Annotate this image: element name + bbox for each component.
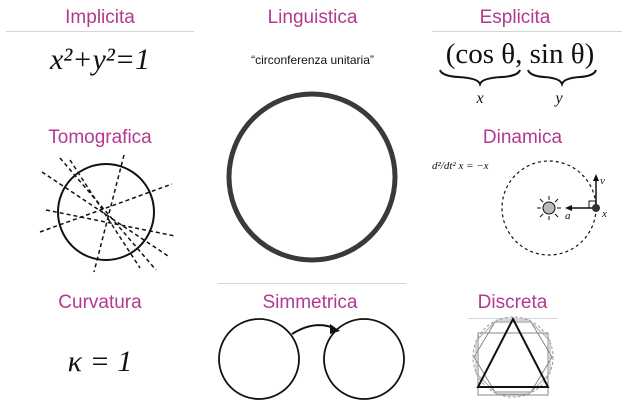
discrete-title: Discreta (477, 292, 548, 313)
explicit-label-x: x (476, 90, 484, 107)
sun-icon (537, 196, 561, 220)
brace-sin (527, 69, 597, 88)
label-a: a (565, 210, 571, 222)
divider-right (432, 31, 622, 32)
center-body (542, 201, 556, 215)
curvature-title: Curvatura (58, 292, 142, 313)
right-angle-mark (588, 200, 597, 209)
polygon-octagon (475, 319, 551, 395)
reference-circle (472, 316, 554, 398)
velocity-arrowhead (593, 174, 599, 181)
implicit-title: Implicita (65, 7, 135, 28)
unit-circle (226, 91, 398, 263)
linguistic-title: Linguistica (267, 7, 358, 28)
polygon-triangle (476, 316, 550, 388)
tomographic-circle (57, 163, 155, 261)
implicit-formula: x²+y²=1 (49, 43, 151, 76)
brace-cos (439, 69, 521, 88)
circle-left (218, 318, 300, 400)
circle-right (323, 318, 405, 400)
acceleration-arrowhead (565, 205, 572, 211)
rotation-arrow (291, 324, 335, 335)
curvature-formula: κ = 1 (67, 345, 133, 378)
polygon-square (477, 332, 549, 396)
projection-line (93, 154, 125, 273)
symmetric-title: Simmetrica (262, 292, 358, 313)
projection-line (69, 159, 141, 269)
dynamic-equation: d²/dt² x = −x (432, 160, 489, 172)
projection-line (39, 183, 173, 233)
projection-line (59, 157, 157, 271)
explicit-formula: (cos θ, sin θ) (445, 38, 595, 70)
divider-middle (218, 283, 406, 284)
linguistic-caption: “circonferenza unitaria” (251, 53, 374, 67)
polygon-hexagon (473, 321, 553, 393)
orbiting-body (592, 204, 600, 212)
tomographic-title: Tomografica (48, 127, 152, 148)
explicit-label-y: y (555, 90, 563, 107)
projection-line (45, 209, 176, 237)
label-x: x (601, 208, 607, 220)
dynamic-title: Dinamica (482, 127, 563, 148)
divider-bottom-right (468, 318, 558, 319)
divider-left (6, 31, 194, 32)
label-v: v (600, 175, 605, 187)
explicit-title: Esplicita (479, 7, 551, 28)
projection-line (41, 171, 169, 257)
rotation-arrowhead (330, 324, 340, 334)
orbit-circle (501, 160, 597, 256)
